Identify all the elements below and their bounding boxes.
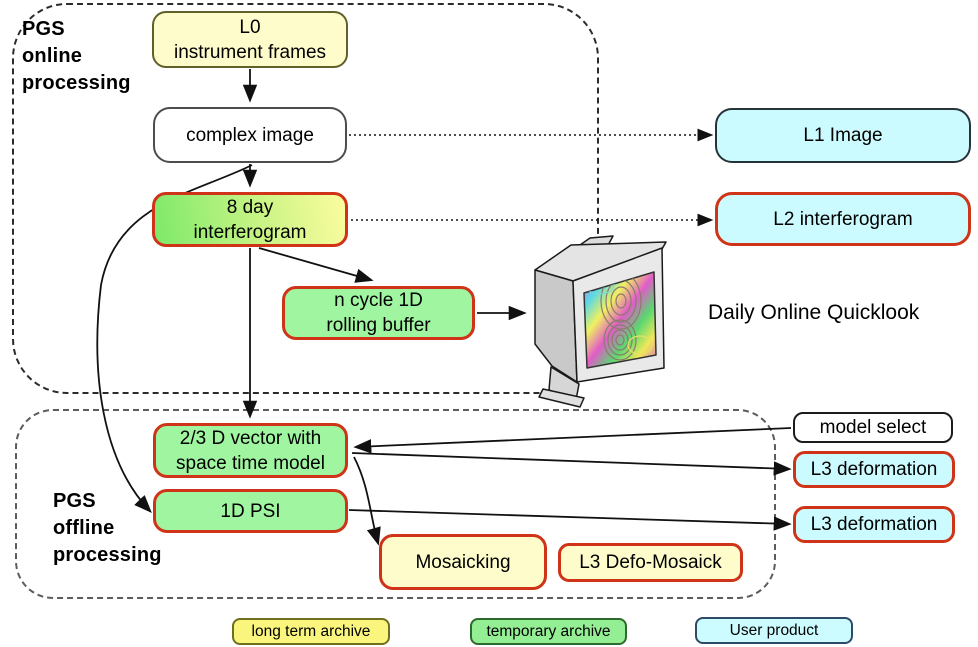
node-l3-defo-mosaick: L3 Defo-Mosaick	[558, 543, 743, 582]
node-label: rolling buffer	[326, 315, 431, 336]
legend-temporary-archive: temporary archive	[470, 618, 627, 645]
node-l3-deformation-2: L3 deformation	[793, 506, 955, 543]
node-label: L3 deformation	[810, 514, 938, 535]
node-label: 8 day	[226, 196, 274, 218]
node-mosaicking: Mosaicking	[379, 534, 547, 590]
arrow-complex-to-psi-curve	[96, 164, 253, 513]
node-l2-interferogram: L2 interferogram	[715, 192, 971, 246]
offline-processing-label: PGS offline processing	[53, 490, 162, 566]
node-l0-instrument-frames: L0 instrument frames	[152, 11, 348, 68]
node-label: n cycle 1D	[334, 290, 423, 311]
node-label: interferogram	[193, 221, 307, 243]
monitor-base	[538, 388, 585, 408]
legend-label: long term archive	[251, 622, 371, 640]
node-model-select: model select	[793, 412, 953, 443]
node-label: complex image	[186, 124, 314, 146]
node-complex-image: complex image	[153, 107, 347, 163]
node-label: model select	[819, 417, 927, 438]
node-l1-image: L1 Image	[715, 108, 971, 163]
node-label: L3 deformation	[810, 459, 938, 480]
arrow-model-select-to-vector	[353, 427, 792, 454]
node-label: instrument frames	[173, 41, 327, 63]
node-8day-interferogram: 8 day interferogram	[152, 192, 348, 247]
node-label: L2 interferogram	[773, 208, 913, 230]
legend-user-product: User product	[695, 617, 853, 644]
crt-monitor	[534, 235, 667, 408]
node-vector-space-time-model: 2/3 D vector with space time model	[153, 423, 348, 478]
quicklook-caption: Daily Online Quicklook	[708, 301, 920, 324]
node-label: 1D PSI	[220, 500, 281, 522]
online-processing-label: PGS online processing	[22, 18, 131, 94]
arrow-8day-to-rolling-buffer	[258, 247, 374, 283]
node-label: L1 Image	[803, 125, 883, 146]
node-1d-psi: 1D PSI	[153, 489, 348, 533]
online-processing-container	[12, 3, 599, 394]
node-label: L0	[239, 16, 261, 38]
legend-long-term-archive: long term archive	[232, 618, 390, 645]
arrow-psi-to-l3-deformation-2	[348, 509, 792, 531]
node-rolling-buffer: n cycle 1D rolling buffer	[282, 286, 475, 340]
legend-label: User product	[729, 621, 819, 639]
node-label: Mosaicking	[415, 551, 511, 573]
legend-label: temporary archive	[486, 622, 611, 640]
arrow-vector-to-l3-deformation-1	[351, 452, 792, 476]
monitor-side-face	[534, 269, 578, 383]
arrow-vector-to-mosaicking-curve	[353, 456, 381, 546]
node-label: space time model	[176, 452, 325, 474]
node-l3-deformation-1: L3 deformation	[793, 451, 955, 488]
offline-processing-container	[15, 409, 776, 599]
node-label: 2/3 D vector with	[179, 427, 322, 449]
node-label: L3 Defo-Mosaick	[579, 552, 722, 573]
